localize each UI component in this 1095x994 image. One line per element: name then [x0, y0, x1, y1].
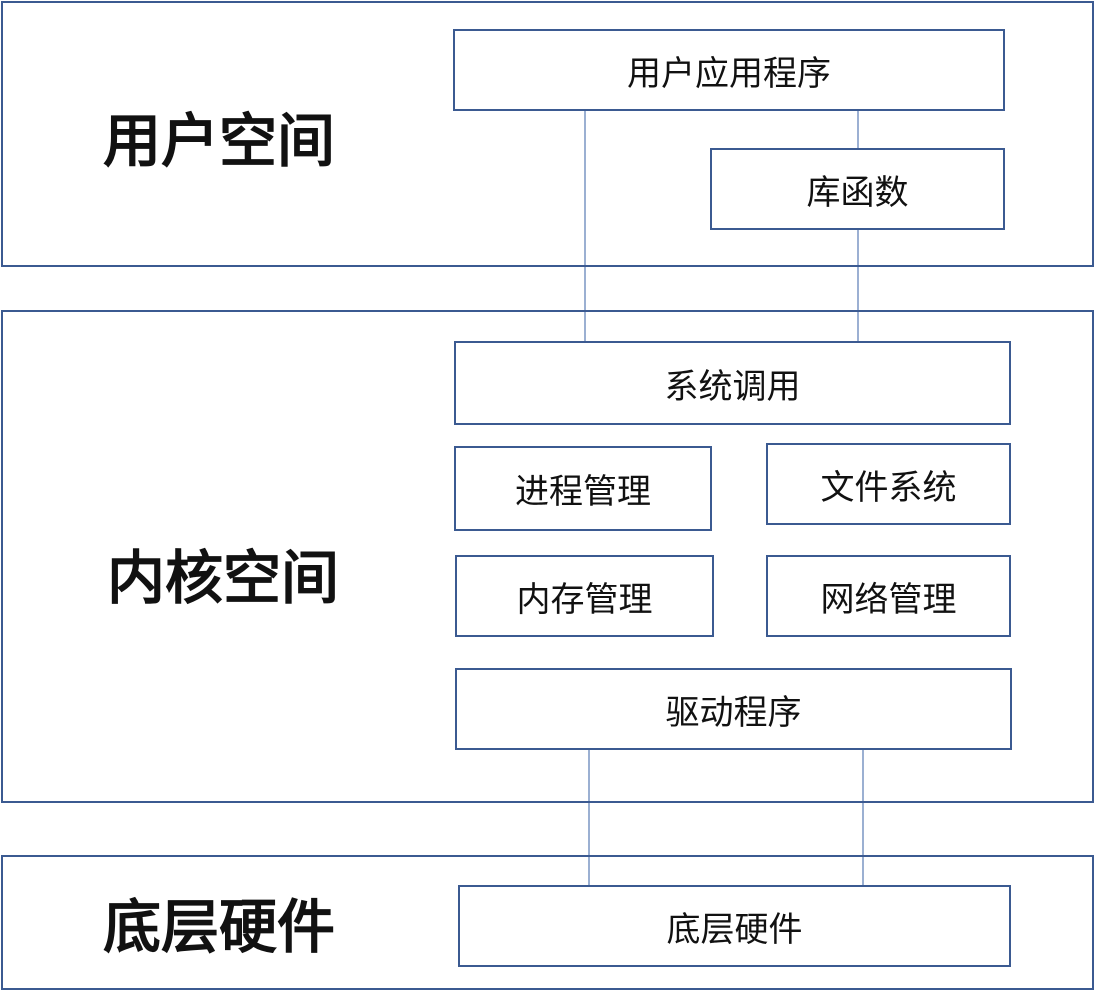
hardware-box: 底层硬件	[458, 885, 1011, 967]
kernel-space-label: 内核空间	[107, 544, 340, 612]
hardware-region-label: 底层硬件	[103, 893, 336, 961]
hardware-region: 底层硬件	[1, 855, 1094, 990]
user-application-box: 用户应用程序	[453, 29, 1005, 111]
file-system-box: 文件系统	[766, 443, 1011, 525]
network-management-box: 网络管理	[766, 555, 1011, 637]
library-functions-box: 库函数	[710, 148, 1005, 230]
driver-box: 驱动程序	[455, 668, 1012, 750]
system-call-box: 系统调用	[454, 341, 1011, 425]
user-space-region: 用户空间	[1, 1, 1094, 267]
kernel-space-region: 内核空间	[1, 310, 1094, 803]
process-management-box: 进程管理	[454, 446, 712, 531]
user-space-label: 用户空间	[103, 107, 336, 175]
memory-management-box: 内存管理	[455, 555, 714, 637]
